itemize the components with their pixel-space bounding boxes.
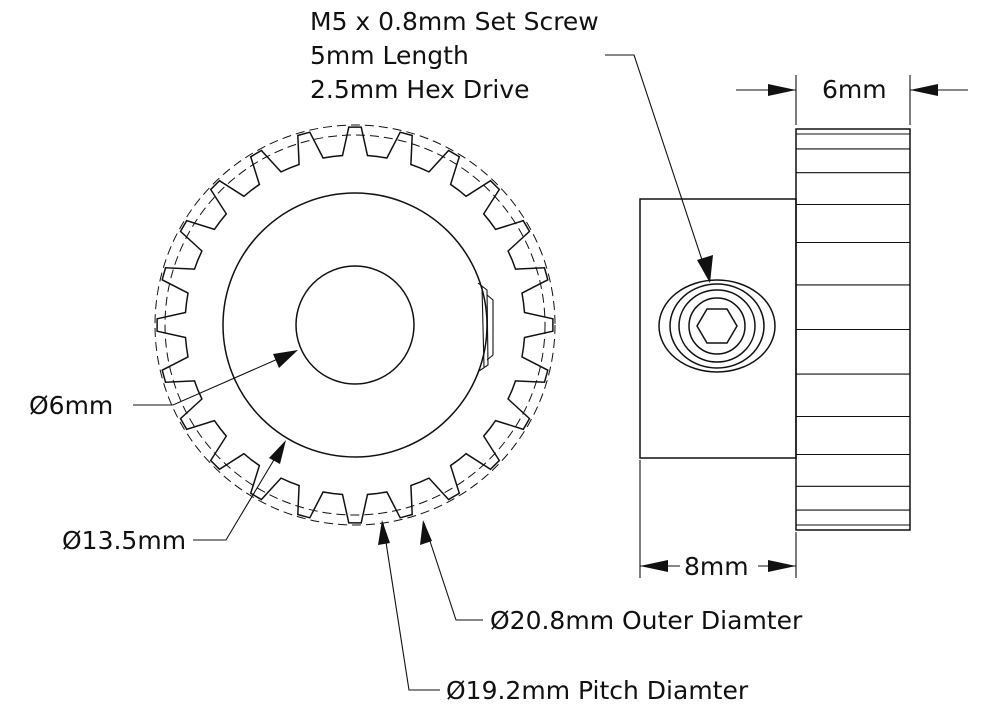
- hub-length-label: 8mm: [684, 552, 749, 581]
- hex-drive-icon: [696, 308, 738, 344]
- pitch-circle: [164, 134, 546, 516]
- outer-diameter-circle: [154, 124, 556, 526]
- hub-length-dimension: [639, 460, 797, 578]
- hub-diameter-label: Ø13.5mm: [62, 526, 186, 555]
- hub-leader: [193, 440, 286, 541]
- hub-side-outline: [639, 198, 797, 459]
- gear-side-view: [639, 128, 911, 531]
- hub-circle: [222, 192, 488, 458]
- outer-diameter-leader: [420, 520, 483, 621]
- pitch-diameter-leader: [378, 520, 440, 691]
- set-screw-label-line3: 2.5mm Hex Drive: [310, 75, 530, 104]
- set-screw-label-line1: M5 x 0.8mm Set Screw: [310, 7, 599, 36]
- bore-leader: [133, 350, 298, 406]
- gear-width-label: 6mm: [822, 75, 887, 104]
- set-screw-hole: [658, 279, 776, 373]
- gear-tooth-lines: [796, 133, 910, 526]
- set-screw-leader: [605, 54, 713, 283]
- outer-diameter-label: Ø20.8mm Outer Diamter: [490, 606, 803, 635]
- gear-front-view: [154, 124, 556, 526]
- bore-diameter-label: Ø6mm: [29, 391, 113, 420]
- bore-circle: [295, 265, 415, 385]
- gear-width-dimension: [736, 75, 968, 125]
- pitch-diameter-label: Ø19.2mm Pitch Diamter: [446, 676, 749, 705]
- set-screw-label-line2: 5mm Length: [310, 41, 469, 70]
- gear-tooth-profile: [156, 126, 554, 524]
- set-screw-edge: [477, 282, 494, 372]
